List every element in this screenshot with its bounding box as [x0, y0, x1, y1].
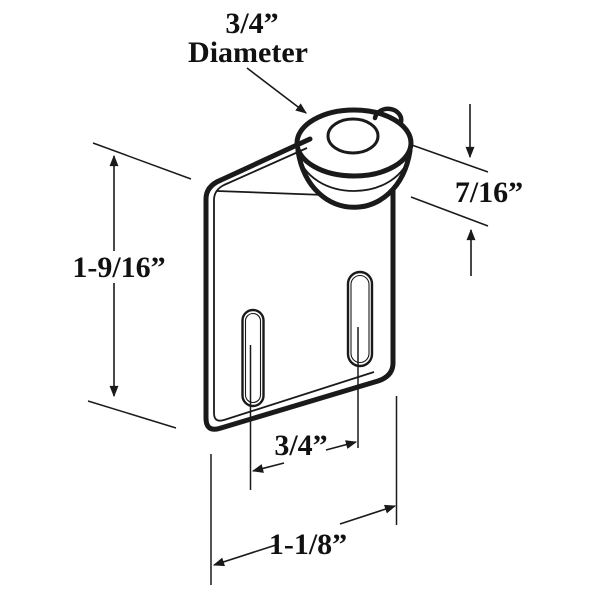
bracket-hem-line: [213, 147, 375, 422]
dim-roller-diameter: 3/4” Diameter: [188, 7, 308, 114]
roller-diameter-word: Diameter: [188, 36, 308, 69]
roller-side-fill: [298, 151, 410, 208]
roller-wheel: [294, 106, 414, 210]
slot-spacing-arrow-right: [325, 440, 358, 451]
diameter-callout-arrow: [246, 67, 307, 114]
slot-spacing-arrow-left: [251, 462, 285, 473]
roller-rim: [294, 107, 414, 179]
bracket-fold-line: [216, 190, 326, 196]
roller-bottom-edge: [295, 148, 413, 210]
height-ext-line-bottom: [87, 400, 177, 429]
bracket-outline: [203, 136, 396, 432]
width-arrow-left: [212, 544, 277, 567]
thickness-ext-line-bottom: [410, 196, 489, 227]
width-arrow-right: [339, 504, 397, 525]
roller-groove-line: [296, 151, 412, 192]
right-slot-inner-edge: [350, 274, 370, 364]
dim-bracket-height: 1-9/16”: [72, 142, 192, 429]
roller-diameter-value: 3/4”: [225, 7, 278, 40]
height-ext-line-top: [92, 142, 192, 180]
left-slot-inner-edge: [244, 312, 262, 404]
right-slot: [346, 270, 374, 368]
bracket-height-label: 1-9/16”: [72, 251, 165, 284]
dim-slot-spacing: 3/4”: [249, 327, 359, 490]
bracket-width-label: 1-1/8”: [269, 528, 347, 561]
roller-thickness-label: 7/16”: [455, 176, 523, 209]
bracket-plate: [203, 136, 396, 432]
left-slot: [241, 308, 265, 408]
dim-roller-thickness: 7/16”: [408, 104, 523, 276]
roller-hub: [326, 117, 380, 155]
dim-bracket-width: 1-1/8”: [210, 396, 398, 585]
thickness-ext-line-top: [408, 143, 489, 173]
slot-spacing-label: 3/4”: [274, 429, 327, 462]
